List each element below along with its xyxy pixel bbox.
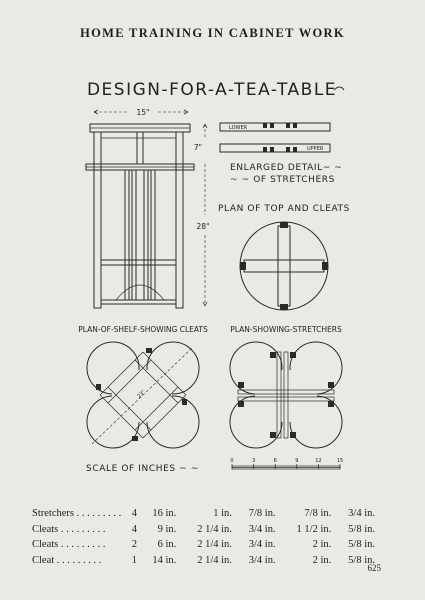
page-running-title: HOME TRAINING IN CABINET WORK [80,26,345,40]
detail-upper-label: UPPER [307,146,324,152]
leader-dots: . . . . . . . . . [74,508,122,520]
cell-width: 2 1/4 in. [197,539,232,551]
cell-thick: 3/4 in. [248,523,276,535]
stretcher-detail: LOWER UPPER ENLARGED DETAIL~ ~ ~ ~ OF ST… [219,122,343,185]
cell-thick: 3/4 in. [248,539,276,551]
cell-fin_t: 5/8 in. [348,523,375,535]
detail-caption-2: ~ ~ OF STRETCHERS [230,175,335,185]
scale-of-inches: SCALE OF INCHES ~ ~ 0 3 6 9 12 15 [86,458,343,474]
cell-qty: 1 [131,554,137,566]
table-elevation [85,123,195,309]
materials-row: Cleat . . . . . . . . . 1 14 in. 2 1/4 in. 3… [32,553,377,569]
leader-dots: . . . . . . . . . [54,554,102,566]
scale-tick-label: 12 [315,458,321,464]
plan-shelf-caption: PLAN-OF-SHELF-SHOWING CLEATS [78,325,208,334]
scale-tick-label: 15 [337,458,343,464]
plan-top-cleats: PLAN OF TOP AND CLEATS [218,204,350,311]
materials-row: Stretchers . . . . . . . . . 4 16 in. 1 in.… [32,506,377,522]
part-name: Stretchers [32,508,74,520]
plan-stretchers-caption: PLAN-SHOWING-STRETCHERS [230,325,342,334]
drawing-title: DESIGN-FOR-A-TEA-TABLE [87,80,337,100]
cell-fin_t: 5/8 in. [348,554,375,566]
cell-qty: 2 [131,539,137,551]
width-dim-label: 15" [137,108,150,117]
scale-tick-label: 0 [230,458,233,464]
scale-tick-group: 0 3 6 9 12 15 [230,458,343,469]
cell-width: 2 1/4 in. [197,523,232,535]
materials-row: Cleats . . . . . . . . . 2 6 in. 2 1/4 in. 3… [32,537,377,553]
plan-stretchers: PLAN-SHOWING-STRETCHERS [229,325,343,449]
cell-fin_w: 2 in. [312,539,332,551]
leader-dots: . . . . . . . . . [58,539,106,551]
cell-fin_w: 2 in. [312,554,332,566]
cell-length: 16 in. [152,508,177,520]
cell-width: 2 1/4 in. [197,554,232,566]
part-name: Cleats [32,539,59,551]
scale-caption: SCALE OF INCHES ~ ~ [86,464,199,474]
detail-lower-label: LOWER [229,125,248,131]
cell-fin_t: 5/8 in. [348,539,375,551]
cell-thick: 7/8 in. [248,508,276,520]
cell-length: 9 in. [157,523,177,535]
detail-caption-1: ENLARGED DETAIL~ ~ [230,163,343,173]
part-name: Cleat [32,554,55,566]
cell-fin_t: 3/4 in. [348,508,375,520]
cell-width: 1 in. [213,508,232,520]
upper-dim-label: 7" [194,143,202,152]
cell-thick: 3/4 in. [248,554,276,566]
cell-qty: 4 [131,508,137,520]
cell-length: 14 in. [152,554,177,566]
width-dimension: 15" [93,108,189,117]
title-swash [333,86,345,91]
cell-length: 6 in. [157,539,177,551]
page-number: 625 [367,563,382,573]
cell-fin_w: 1 1/2 in. [296,523,332,535]
scale-tick-label: 9 [295,458,298,464]
scale-tick-label: 6 [274,458,277,464]
part-name: Cleats [32,523,59,535]
plan-top-caption: PLAN OF TOP AND CLEATS [218,204,350,214]
scale-tick-label: 3 [252,458,255,464]
height-dim-label: 28" [197,222,210,231]
leader-dots: . . . . . . . . . [58,523,106,535]
plan-shelf-cleats: PLAN-OF-SHELF-SHOWING CLEATS 23" [78,325,208,449]
cell-fin_w: 7/8 in. [304,508,332,520]
height-dimension: 7" 28" [194,123,210,307]
materials-row: Cleats . . . . . . . . . 4 9 in. 2 1/4 in. 3… [32,522,377,538]
cell-qty: 4 [131,523,137,535]
shelf-dim-label: 23" [136,389,146,399]
